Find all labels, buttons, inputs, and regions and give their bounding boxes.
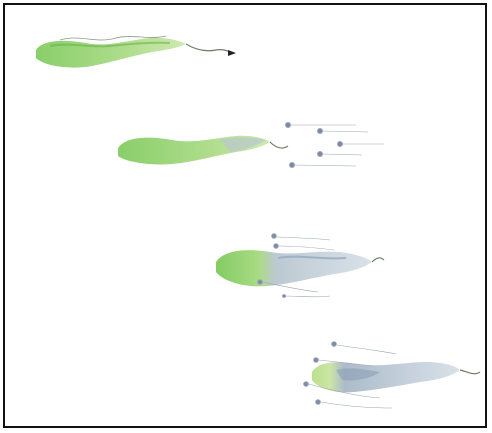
flagellum: [460, 370, 480, 374]
particle: [286, 123, 357, 128]
particle: [282, 294, 286, 298]
flagellum: [270, 142, 288, 148]
particles-group: [286, 123, 385, 168]
stage-3-cell: [216, 234, 384, 298]
cell-body: [312, 362, 460, 392]
flagellum: [186, 44, 230, 52]
particle: [274, 244, 334, 250]
particle: [338, 142, 385, 147]
particle: [318, 152, 363, 157]
stage-4-cell: [304, 342, 480, 408]
particle: [318, 129, 369, 134]
particle: [316, 400, 392, 408]
particle: [272, 234, 330, 240]
stage-2-cell: [118, 123, 384, 168]
particle: [290, 163, 357, 168]
cell-body: [216, 250, 372, 286]
stage-1-cell: [36, 36, 236, 68]
flagellum: [372, 258, 384, 262]
attachment-trail: [284, 296, 330, 297]
motion-arrow-icon: [228, 50, 236, 56]
particle: [332, 342, 396, 354]
